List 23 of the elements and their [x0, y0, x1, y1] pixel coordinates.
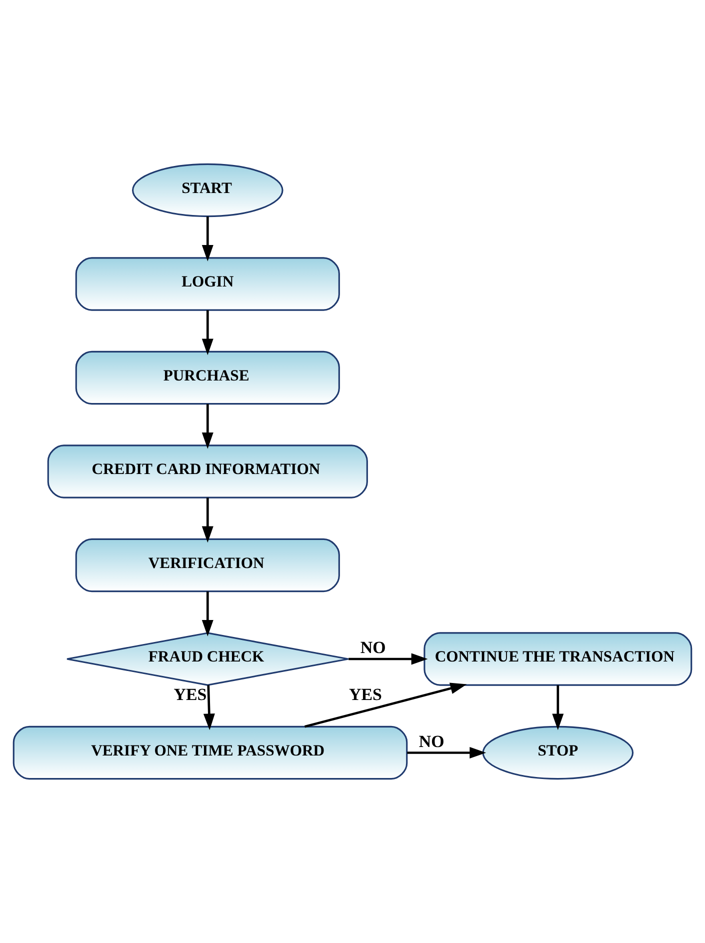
node-diamond: FRAUD CHECK: [66, 632, 350, 686]
node-ellipse: STOP: [482, 726, 634, 780]
arrow: [407, 747, 486, 758]
arrow: [304, 682, 467, 728]
arrow: [552, 685, 564, 730]
arrow: [202, 591, 214, 636]
node-box: CREDIT CARD INFORMATION: [47, 444, 368, 498]
arrow: [348, 653, 428, 665]
edge-label: NO: [418, 732, 444, 751]
edge-label: YES: [348, 684, 382, 704]
edge-label: NO: [360, 638, 386, 658]
arrow: [202, 404, 214, 449]
arrow: [202, 216, 214, 262]
arrow: [202, 310, 214, 356]
edge-label: YES: [174, 685, 207, 704]
node-box: VERIFICATION: [75, 538, 340, 592]
node-box: CONTINUE THE TRANSACTION: [424, 632, 692, 686]
node-box: PURCHASE: [75, 350, 340, 405]
node-box: VERIFY ONE TIME PASSWORD: [12, 726, 408, 780]
node-box: LOGIN: [75, 257, 340, 311]
node-ellipse: START: [132, 163, 284, 218]
arrow: [203, 685, 215, 730]
arrow: [202, 498, 214, 543]
